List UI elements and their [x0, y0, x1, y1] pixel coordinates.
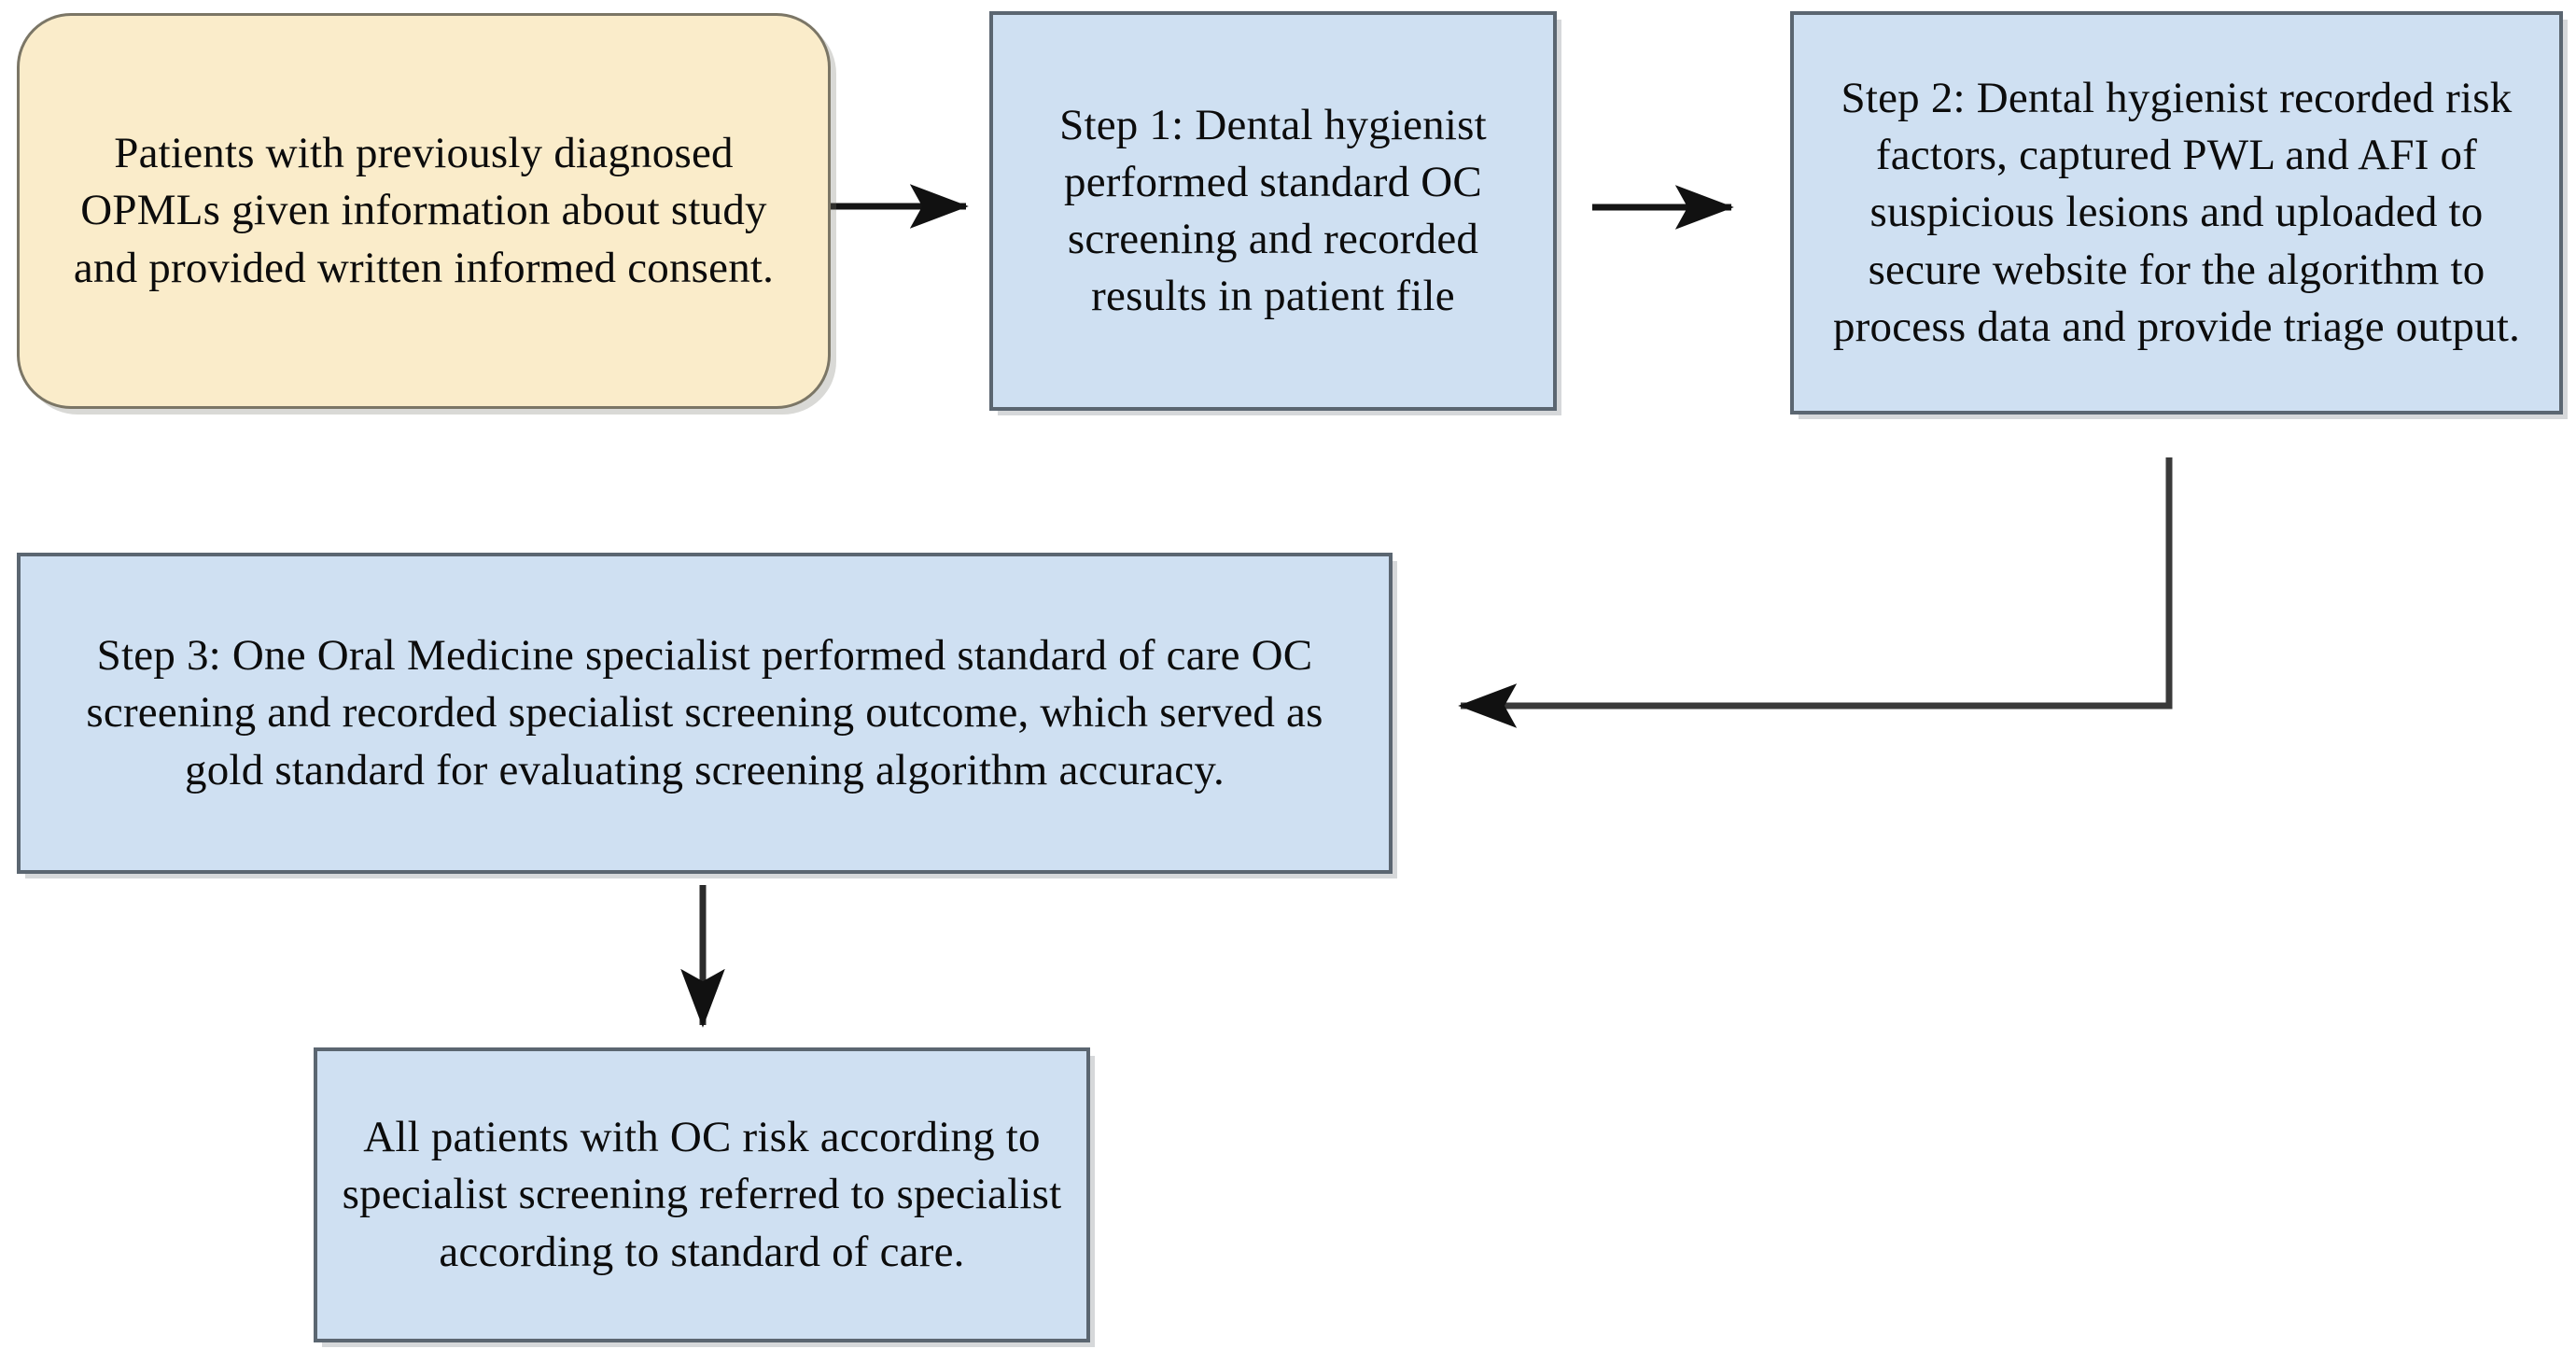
node-step1-hygienist-screening: Step 1: Dental hygienist performed stand… [989, 11, 1557, 411]
node-step2-label: Step 2: Dental hygienist recorded risk f… [1832, 74, 2521, 351]
node-step3-specialist-gold-standard: Step 3: One Oral Medicine specialist per… [17, 553, 1393, 874]
connector-step2-to-step3 [1458, 457, 2173, 728]
node-consent-label: Patients with previously diagnosed OPMLs… [73, 129, 775, 292]
node-step1-label: Step 1: Dental hygienist performed stand… [1059, 100, 1487, 321]
node-patients-consent: Patients with previously diagnosed OPMLs… [17, 13, 831, 409]
node-step3-label: Step 3: One Oral Medicine specialist per… [86, 631, 1323, 794]
node-referral-standard-of-care: All patients with OC risk according to s… [314, 1047, 1090, 1342]
node-step2-risk-factors-upload: Step 2: Dental hygienist recorded risk f… [1790, 11, 2563, 415]
node-referral-label: All patients with OC risk according to s… [342, 1113, 1062, 1276]
